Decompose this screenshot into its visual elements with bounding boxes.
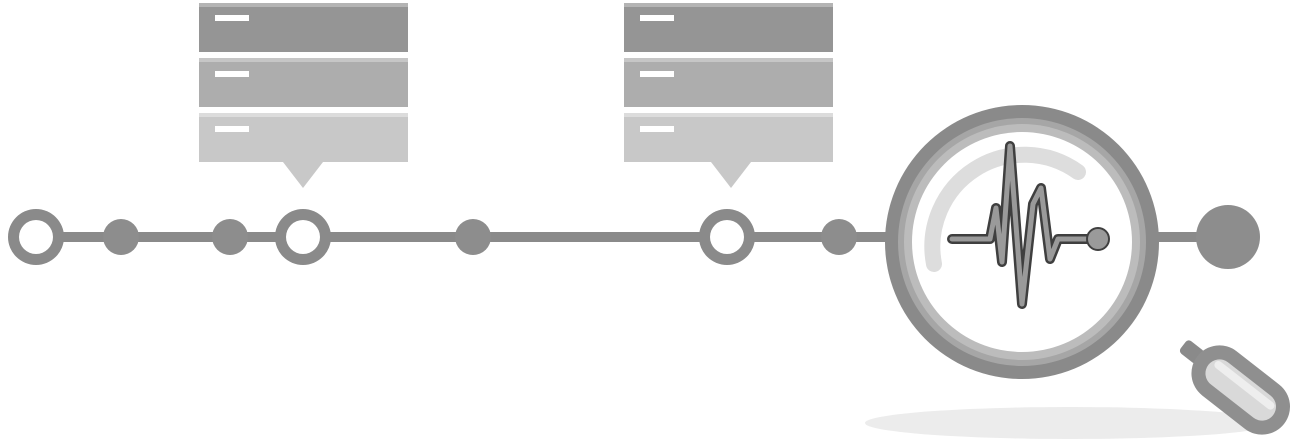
callout-pointer	[711, 162, 751, 188]
waveform-endpoint	[1086, 227, 1110, 251]
callout-pointer	[283, 162, 323, 188]
magnifying-glass-icon	[885, 105, 1291, 435]
server-unit-label-bar	[215, 15, 249, 21]
server-unit-label-bar	[640, 126, 674, 132]
server-stack-icon	[624, 3, 833, 188]
timeline-node-dot	[212, 219, 248, 255]
server-unit	[624, 3, 833, 52]
heartbeat-waveform-icon	[947, 141, 1110, 309]
server-unit	[199, 3, 408, 52]
server-unit-label-bar	[640, 71, 674, 77]
timeline-node-ring	[8, 209, 64, 265]
timeline-node-dot-large	[1196, 205, 1260, 269]
server-stack-icon	[199, 3, 408, 188]
server-unit	[199, 58, 408, 107]
server-unit-label-bar	[215, 126, 249, 132]
server-unit	[624, 58, 833, 107]
server-unit-label-bar	[640, 15, 674, 21]
timeline-node-dot	[103, 219, 139, 255]
magnifier-handle	[1179, 340, 1291, 435]
server-unit	[199, 113, 408, 162]
timeline-node-dot	[821, 219, 857, 255]
timeline-node-ring	[275, 209, 331, 265]
server-unit	[624, 113, 833, 162]
timeline-node-dot	[455, 219, 491, 255]
lens-glare	[924, 146, 1086, 272]
timeline-node-ring	[699, 209, 755, 265]
magnifier-shadow	[865, 407, 1275, 439]
server-unit-label-bar	[215, 71, 249, 77]
